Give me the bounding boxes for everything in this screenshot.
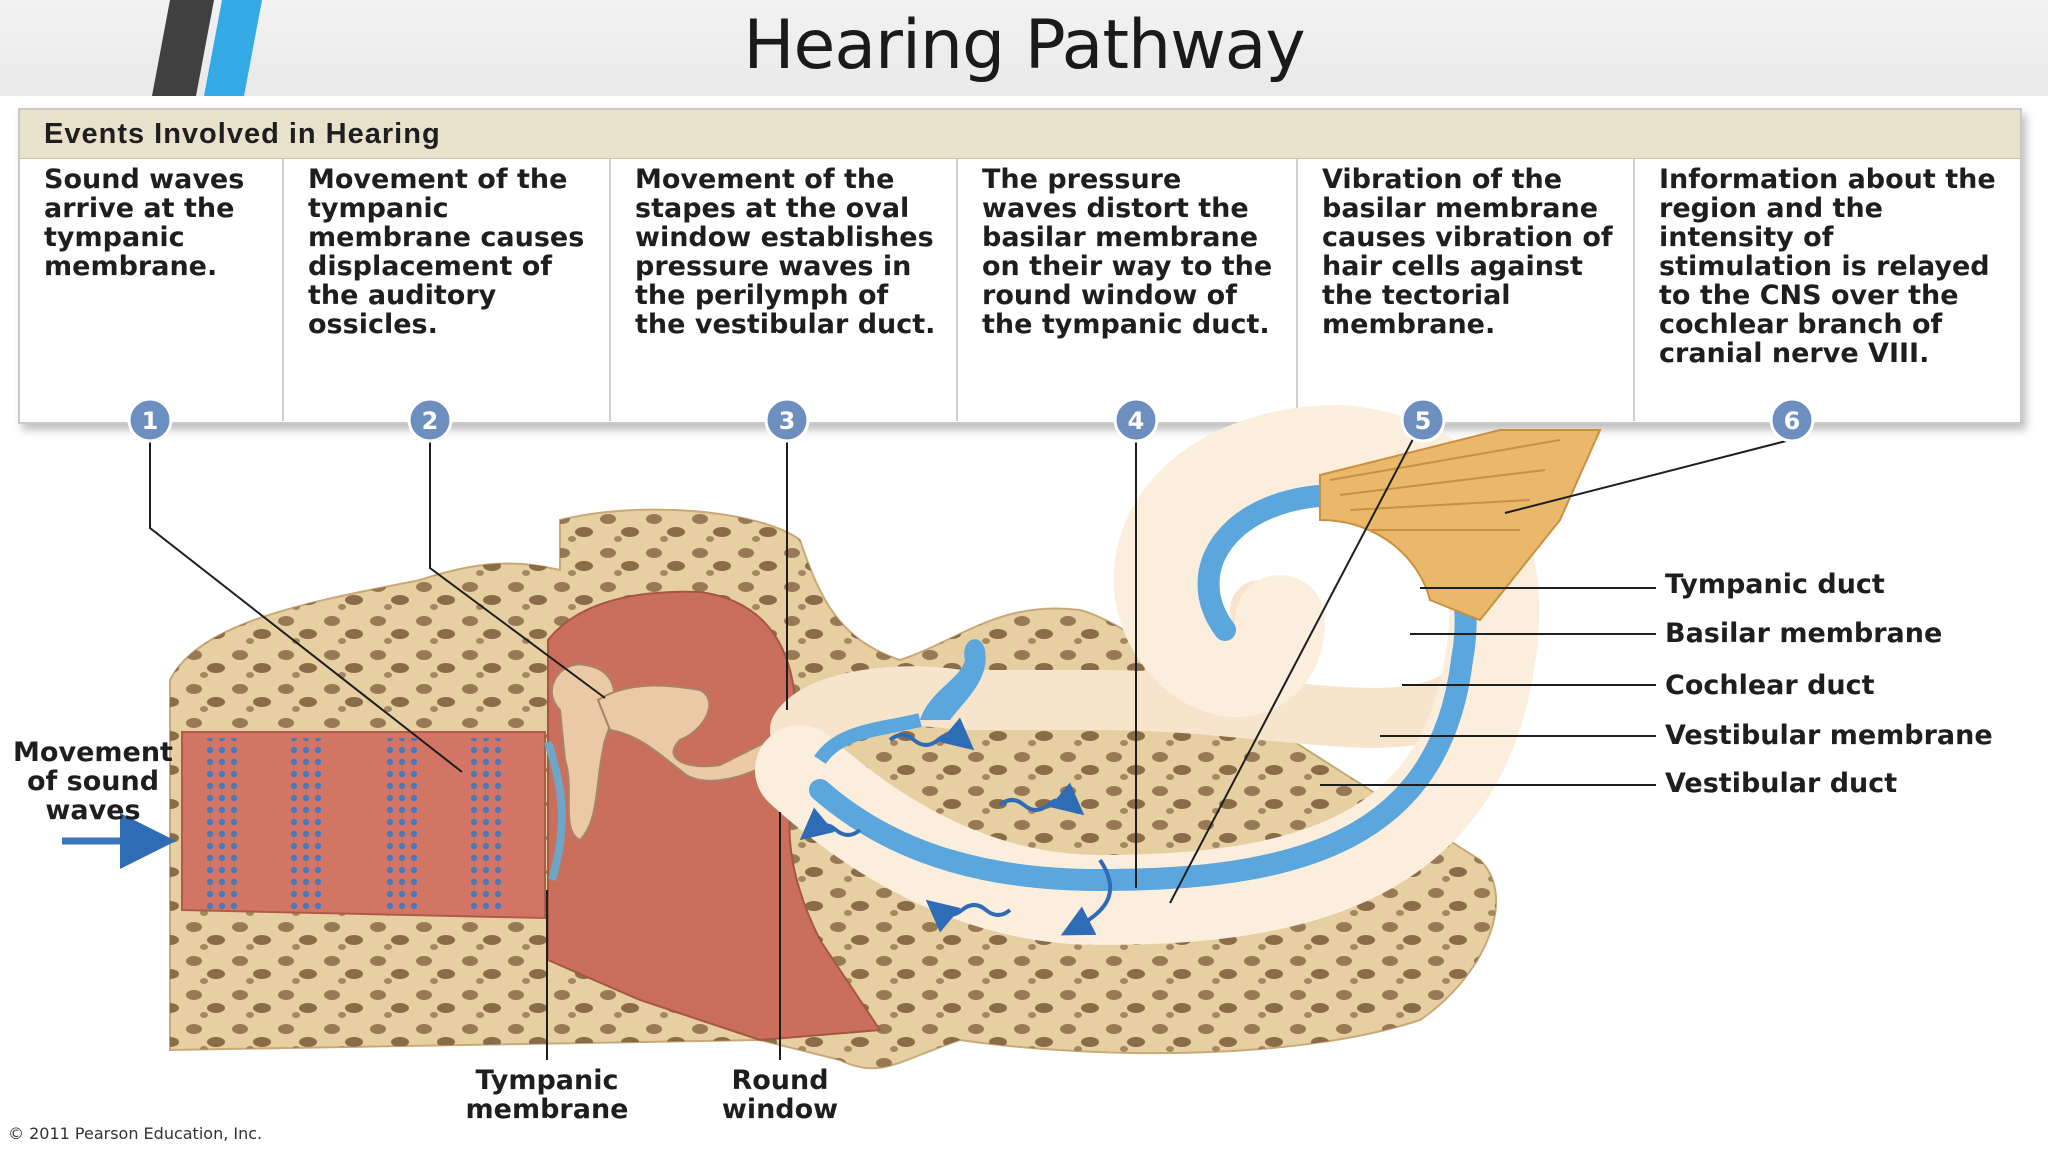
svg-text:1: 1 (142, 407, 159, 435)
svg-text:5: 5 (1415, 407, 1432, 435)
event-step-4: The pressure waves distort the basilar m… (958, 159, 1298, 421)
svg-text:6: 6 (1784, 407, 1801, 435)
tympanic-membrane-label: Tympanic membrane (447, 1066, 647, 1124)
cochlear-duct-label: Cochlear duct (1665, 670, 1875, 701)
events-columns: Sound waves arrive at the tympanic membr… (20, 159, 2020, 421)
events-heading: Events Involved in Hearing (20, 110, 2020, 159)
step-marker-2: 2 (407, 400, 453, 443)
basilar-membrane-label: Basilar membrane (1665, 618, 1943, 649)
slide-title: Hearing Pathway (743, 6, 1305, 85)
tympanic-membrane-label-line1: Tympanic (475, 1065, 619, 1096)
event-step-6: Information about the region and the int… (1659, 164, 1996, 369)
events-panel: Events Involved in Hearing Sound waves a… (18, 108, 2022, 424)
header-decoration (152, 0, 262, 96)
leader-lines (149, 419, 1791, 1060)
event-step-2: Movement of the tympanic membrane causes… (284, 159, 611, 421)
event-step-5: Vibration of the basilar membrane causes… (1298, 159, 1635, 421)
event-step-3: Movement of the stapes at the oval windo… (611, 159, 958, 421)
external-ear-canal (181, 731, 546, 920)
round-window-label-line1: Round (731, 1065, 829, 1096)
tympanic-duct-label: Tympanic duct (1665, 569, 1885, 600)
tympanic-membrane-shape (544, 740, 566, 882)
pressure-wave-arrows (799, 717, 1113, 936)
sound-waves-label: Movement of sound waves (10, 738, 176, 825)
sound-label-line2: of sound (26, 766, 160, 797)
round-window-label: Round window (690, 1066, 870, 1124)
round-window-label-line2: window (721, 1094, 839, 1125)
step-marker-1: 1 (127, 400, 173, 443)
step-marker-5: 5 (1400, 400, 1446, 443)
vestibular-branch (920, 639, 986, 720)
vestibular-duct-label: Vestibular duct (1665, 768, 1898, 799)
event-step-1: Sound waves arrive at the tympanic membr… (20, 159, 284, 421)
svg-text:4: 4 (1128, 407, 1145, 435)
svg-text:2: 2 (422, 407, 439, 435)
vestibular-membrane-label: Vestibular membrane (1665, 720, 1993, 751)
tympanic-membrane-label-line2: membrane (465, 1094, 629, 1125)
ossicles (550, 663, 616, 842)
sound-label-line1: Movement (13, 737, 173, 768)
copyright-notice: © 2011 Pearson Education, Inc. (8, 1124, 263, 1143)
step-marker-6: 6 (1769, 400, 1815, 443)
cochlear-nerve (1319, 429, 1602, 622)
step-marker-3: 3 (764, 400, 810, 443)
ear-anatomy-diagram: 1 2 3 4 5 6 (62, 400, 1815, 1070)
svg-text:3: 3 (779, 407, 796, 435)
step-marker-4: 4 (1113, 400, 1159, 443)
slide-header (0, 0, 2048, 96)
sound-label-line3: waves (45, 795, 141, 826)
